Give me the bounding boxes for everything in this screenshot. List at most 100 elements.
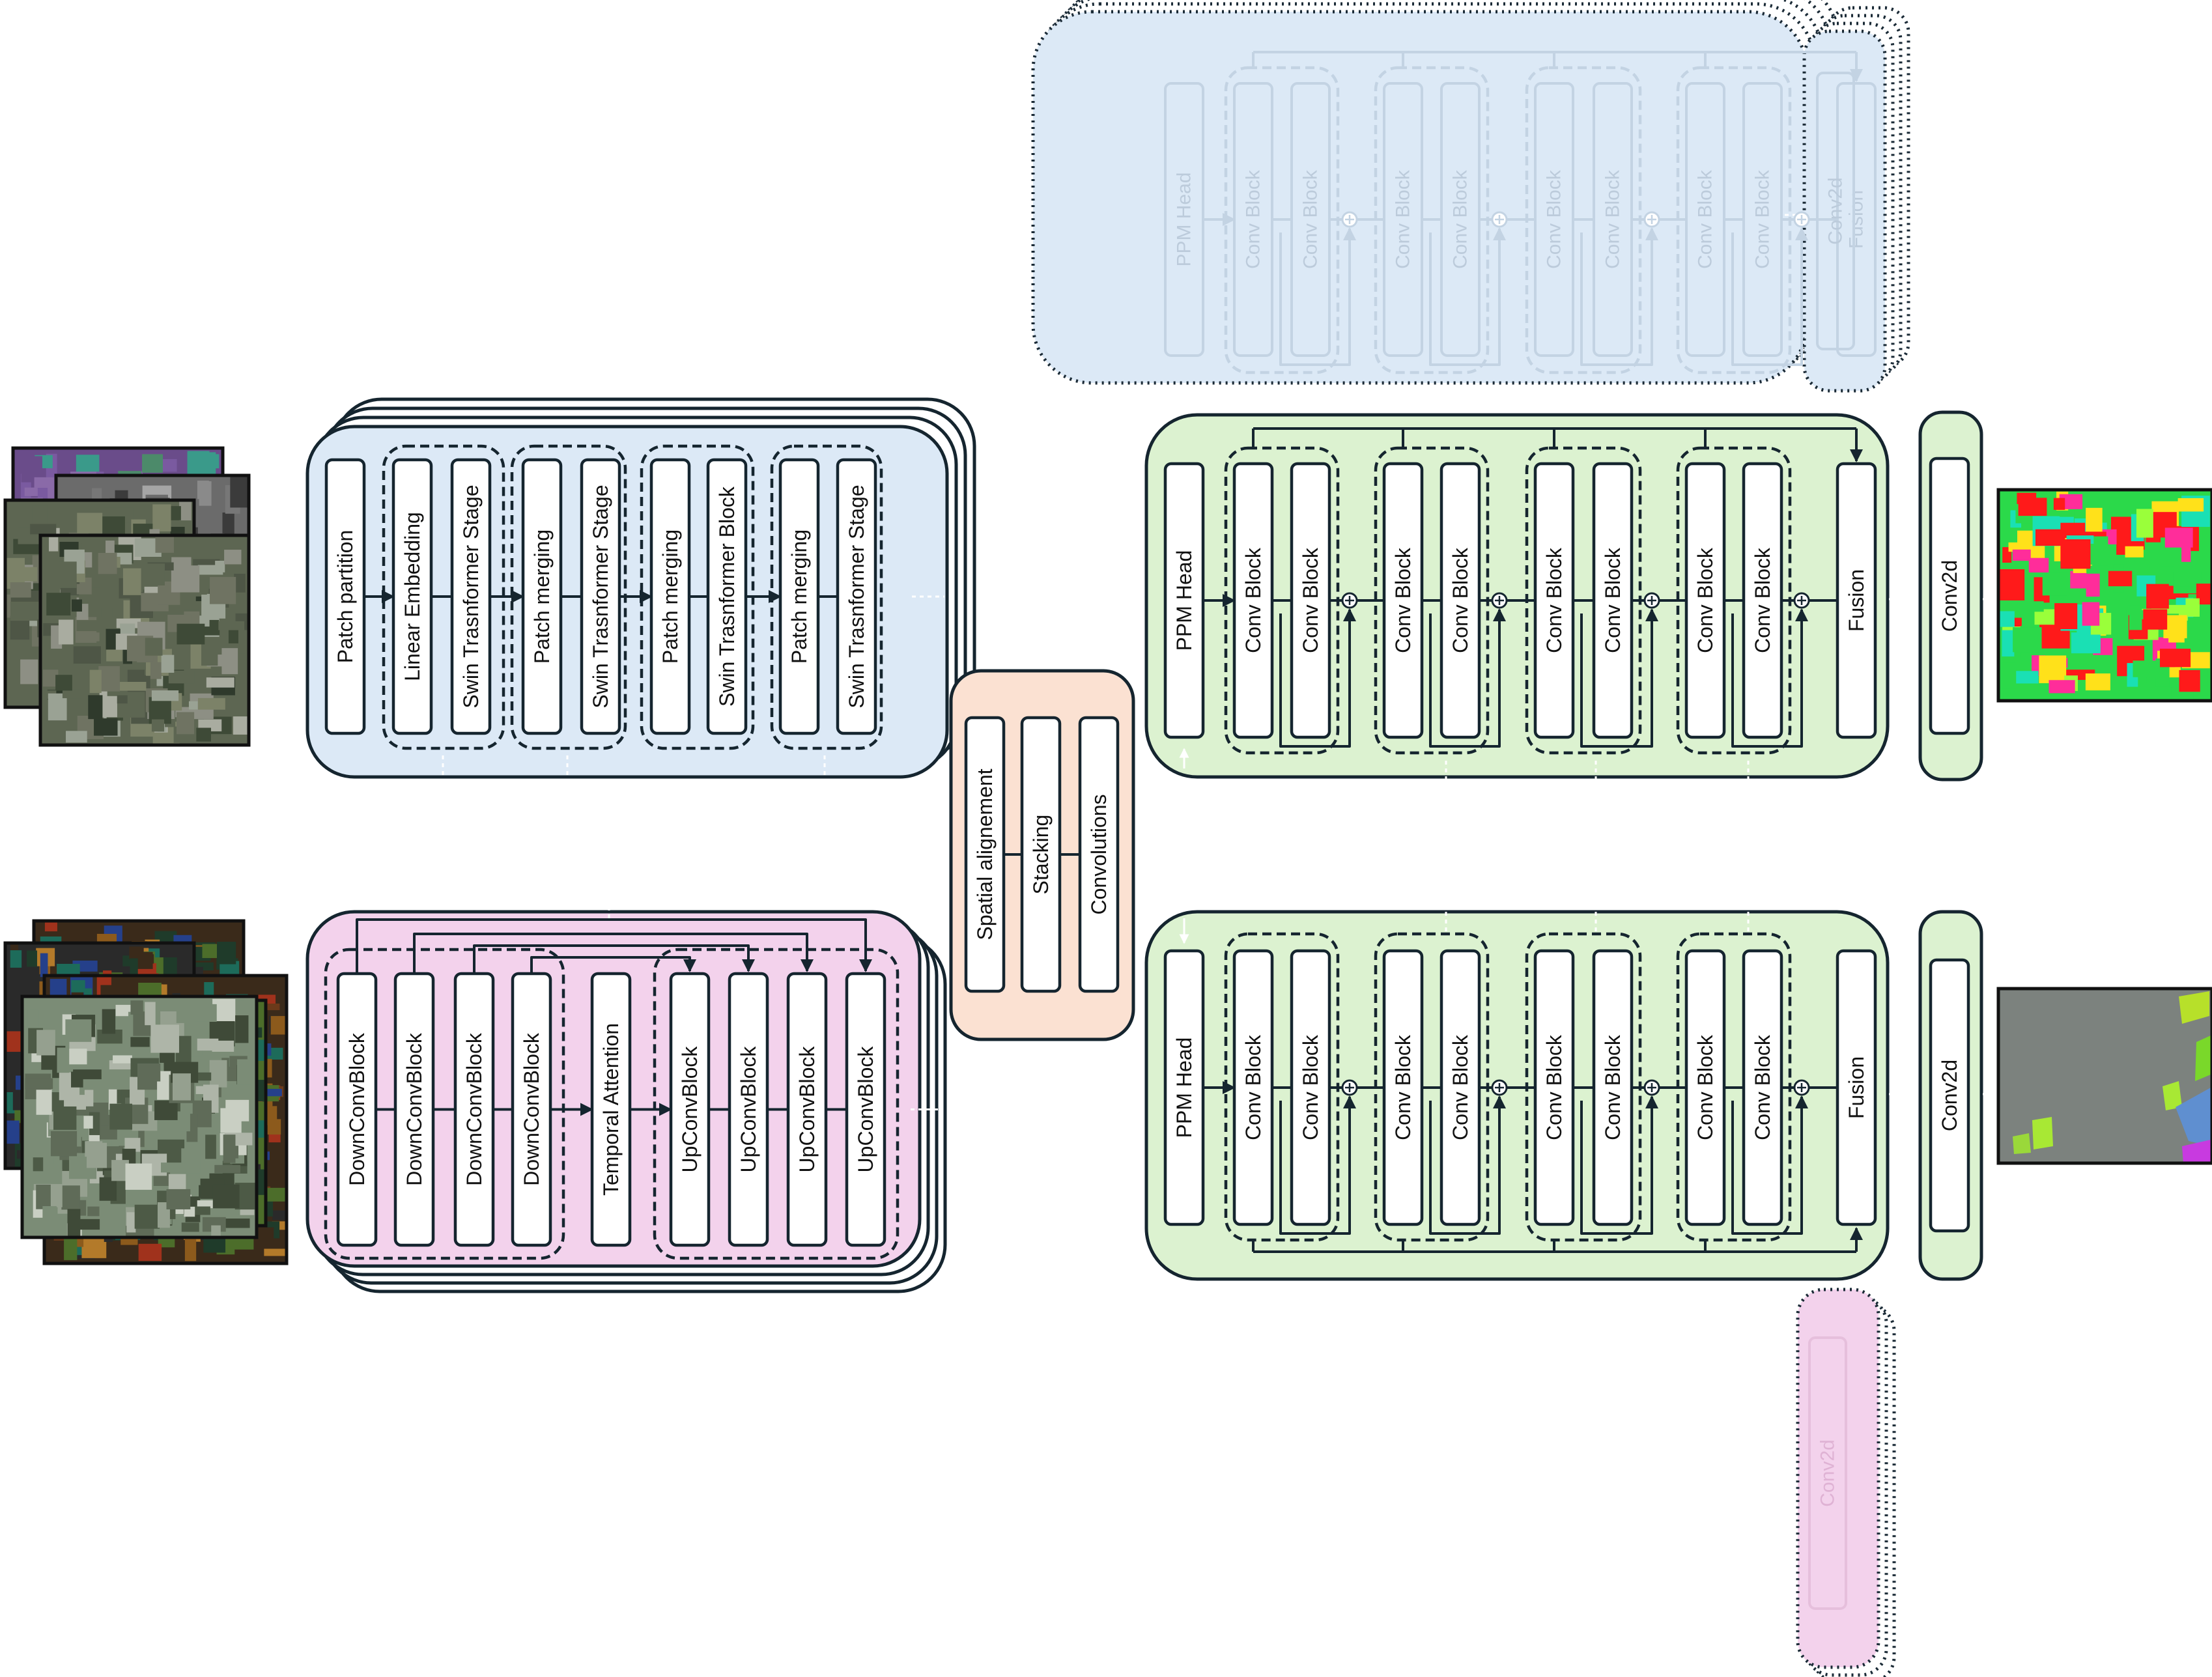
cls-decoder-residual (1429, 1095, 1506, 1235)
satellite-image-layer-3-tile (64, 1237, 78, 1260)
utae-temporal-attention-box (590, 972, 632, 1247)
classification-output-map (1996, 987, 2212, 1165)
add-operator-icon (1793, 592, 1810, 609)
ghost-decoder-conv-block-5-label: Conv Block (1544, 169, 1565, 269)
satellite-image-layer-5-tile (180, 1112, 190, 1132)
cls-decoder-fusion-label: Fusion (1845, 1056, 1868, 1119)
aerial-image-layer-4-tile (101, 608, 113, 617)
satellite-image-layer-3-tile (100, 985, 124, 998)
swin-swin-stage-3-box (836, 458, 877, 735)
aerial-image-layer-4-tile (42, 669, 59, 687)
seg-decoder-conv-block-8-box (1742, 462, 1783, 739)
satellite-image-layer-5-tile (195, 1004, 217, 1022)
seg-decoder-conv-block-8-label: Conv Block (1751, 547, 1774, 653)
satellite-image-layer-5-tile (214, 1164, 241, 1174)
satellite-image-layer-5-tile (130, 1000, 143, 1015)
segmentation-output-map-tile (2060, 522, 2086, 539)
satellite-image-layer-5-tile (145, 1002, 156, 1026)
segmentation-output-map-tile (2059, 494, 2083, 509)
seg-decoder-ppm-head-box (1163, 462, 1205, 739)
cls-decoder-ppm-head-box (1163, 949, 1205, 1226)
ghost-decoder-fusion: Fusion (1836, 82, 1877, 357)
segmentation-output-map-tile (2028, 557, 2049, 573)
segmentation-output-map-tile (2035, 529, 2065, 546)
swin-patch-merging-3-box (778, 458, 820, 735)
satellite-image-layer-5-tile (76, 1219, 100, 1230)
seg-decoder-conv-block-7: Conv Block (1684, 462, 1726, 739)
satellite-image-layer-5-tile (181, 1148, 201, 1174)
aerial-image-layer-4-tile (89, 669, 102, 694)
utae-up-2-box (728, 972, 769, 1247)
satellite-image-layer-3-tile (264, 1187, 285, 1202)
seg-decoder-conv-block-4-label: Conv Block (1449, 547, 1472, 653)
segmentation-output-map-tile (2086, 573, 2100, 597)
class-region-2 (2195, 1036, 2211, 1081)
segmentation-output-map-tile (2042, 572, 2067, 596)
ghost-decoder-conv-block-1: Conv Block (1233, 82, 1273, 357)
aerial-image-layer-4-tile (206, 677, 234, 688)
satellite-image-layer-5-tile (57, 1047, 70, 1073)
add-operator-icon (1793, 211, 1810, 228)
satellite-image-layer-2-tile (27, 950, 37, 967)
satellite-image-layer-5-tile (161, 1163, 182, 1173)
aerial-image-layer-4-tile (88, 695, 103, 720)
aerial-image-layer-4-tile (145, 563, 165, 585)
satellite-image-layer-2-tile (40, 953, 48, 978)
segmentation-output-map-tile (2053, 498, 2065, 510)
swin-stage-group-1 (382, 444, 505, 750)
aerial-image-layer-4-tile (48, 537, 59, 552)
ghost-decoder-residual (1731, 227, 1808, 366)
ghost-decoder-conv-block-3: Conv Block (1383, 82, 1423, 357)
class-region-1 (2179, 991, 2209, 1024)
satellite-image-layer-5-tile (235, 1015, 249, 1043)
ghost-decoder-conv-block-6-box (1593, 82, 1633, 357)
add-operator-icon (1341, 592, 1358, 609)
swin-patch-partition-label: Patch partition (333, 530, 357, 664)
ghost-decoder-conv-block-5: Conv Block (1534, 82, 1574, 357)
ghost-conv2d-shadow-0 (1802, 29, 1887, 393)
satellite-image-layer-5-tile (83, 1116, 93, 1129)
swin-patch-merging-3: Patch merging (778, 458, 820, 735)
utae-up-group (653, 948, 900, 1260)
aerial-image-layer-4-tile (196, 727, 211, 742)
satellite-image-layer-5-tile (33, 1157, 44, 1172)
satellite-image-layer-5-tile (67, 1209, 81, 1237)
ghost-pink-conv2d-box (1808, 1336, 1847, 1610)
satellite-image-layer-3-tile (267, 1119, 281, 1135)
utae-down-1-box (336, 972, 378, 1247)
ghost-decoder-conv-block-5-box (1534, 82, 1574, 357)
seg-decoder-conv-block-5: Conv Block (1533, 462, 1575, 739)
fusion-stacking: Stacking (1020, 716, 1062, 993)
aerial-image-layer-4-tile (177, 623, 205, 645)
satellite-image-layer-5-tile (109, 1103, 132, 1130)
ghost-decoder-conv-block-4: Conv Block (1440, 82, 1481, 357)
aerial-image-layer-2-tile (115, 490, 128, 501)
segmentation-output-map-tile (2177, 498, 2204, 512)
segmentation-output-map-tile (1998, 569, 2025, 600)
add-operator-icon (1793, 1079, 1810, 1096)
satellite-image-layer-5-tile (195, 1086, 208, 1094)
satellite-image-layer-1-tile (44, 922, 57, 932)
segmentation-output-map-tile (2030, 601, 2044, 612)
seg-decoder-conv-block-8: Conv Block (1742, 462, 1783, 739)
add-operator-icon (1341, 1079, 1358, 1096)
satellite-image-layer-5-tile (223, 1219, 250, 1228)
utae-down-3-box (453, 972, 495, 1247)
aerial-image-layer-4-tile (177, 712, 195, 735)
ghost-decoder-fusion-label: Fusion (1846, 190, 1867, 249)
seg-decoder-conv-block-7-label: Conv Block (1694, 547, 1717, 653)
ghost-decoder-conv-block-3-label: Conv Block (1393, 169, 1414, 269)
utae-down-2-label: DownConvBlock (403, 1032, 426, 1186)
aerial-image-layer-1-tile (34, 477, 55, 488)
utae-down-3: DownConvBlock (453, 972, 495, 1247)
utae-down-4: DownConvBlock (511, 972, 552, 1247)
aerial-image-layer-4-tile (155, 537, 174, 553)
satellite-image-layer-3-tile (253, 1227, 274, 1241)
aerial-image-layer-4-tile (210, 576, 236, 604)
satellite-image-layer-5-tile (130, 1037, 150, 1047)
satellite-image-layer-2-tile (6, 1120, 20, 1144)
ghost-pink-conv2d-label: Conv2d (1817, 1439, 1839, 1506)
ghost-decoder-conv-block-4-box (1440, 82, 1481, 357)
satellite-image-layer-5-tile (87, 1142, 107, 1168)
cls-decoder-conv-block-6-box (1592, 949, 1634, 1226)
